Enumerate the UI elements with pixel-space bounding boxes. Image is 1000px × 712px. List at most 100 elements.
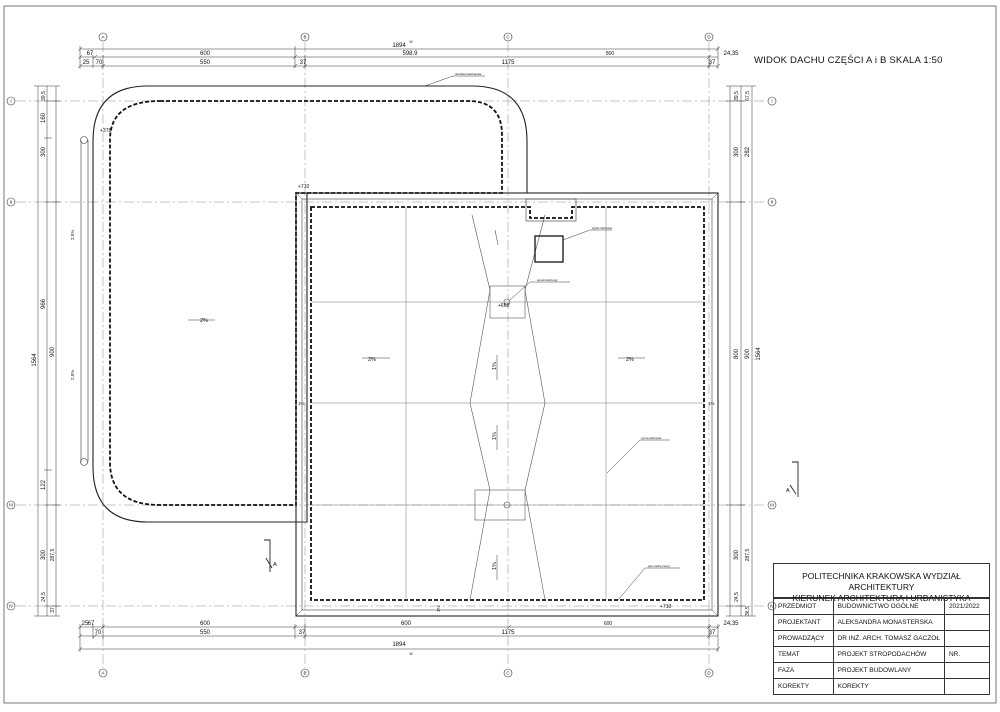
info-value: BUDOWNICTWO OGÓLNE bbox=[832, 598, 945, 615]
roof-part-a-outline bbox=[92, 85, 528, 523]
axis-label-c-top: C bbox=[506, 35, 510, 40]
info-key: PROJEKTANT bbox=[773, 614, 834, 631]
leader-lines bbox=[424, 75, 680, 601]
dimension-text: 1894 bbox=[392, 642, 406, 648]
dimension-text: 70 bbox=[96, 60, 103, 66]
dimension-text: 25 bbox=[83, 60, 90, 66]
info-value: PROJEKT STROPODACHÓW bbox=[832, 646, 945, 663]
info-extra bbox=[943, 662, 991, 679]
axis-label-iv-left: IV bbox=[9, 604, 13, 609]
dimension-text: W bbox=[409, 652, 413, 656]
dimension-text: 550 bbox=[200, 630, 211, 636]
axis-bubble bbox=[503, 668, 513, 678]
dimension-text: 70 bbox=[95, 630, 102, 636]
dimension-text: 282 bbox=[745, 146, 751, 157]
info-row: TEMAT PROJEKT STROPODACHÓW NR. bbox=[773, 646, 991, 663]
info-value: ALEKSANDRA MONASTERSKA bbox=[832, 614, 945, 631]
info-key: KOREKTY bbox=[773, 678, 834, 695]
info-row: FAZA PROJEKT BUDOWLANY bbox=[773, 662, 991, 679]
axis-lines bbox=[16, 42, 767, 668]
axis-bubble bbox=[6, 601, 16, 611]
axis-bubble bbox=[6, 500, 16, 510]
left-dimension-texts: 1564 39,5 160 300 966 122 300 24,5 900 2… bbox=[32, 91, 56, 613]
info-extra bbox=[943, 630, 991, 647]
dimension-text: 24,35 bbox=[723, 621, 739, 627]
dimension-text: 300 bbox=[41, 549, 47, 560]
dimension-text: 37 bbox=[709, 630, 716, 636]
dimension-text: 25 bbox=[82, 621, 89, 627]
leader-note-text: rynna dachowa bbox=[641, 436, 662, 440]
slope-label: 2% bbox=[626, 357, 634, 363]
axis-label-b-top: B bbox=[303, 35, 306, 40]
axis-bubble-labels: A B C D A B C D I II III IV I II III IV bbox=[9, 35, 774, 676]
axis-bubble bbox=[6, 197, 16, 207]
section-mark-labels: A A bbox=[273, 488, 790, 568]
info-row: PROWADZĄCY DR INŻ. ARCH. TOMASZ GACZOŁ bbox=[773, 630, 991, 647]
dimension-text: 600 bbox=[401, 621, 412, 627]
slope-label: 1% bbox=[492, 432, 498, 440]
roof-hatch-frame bbox=[525, 198, 577, 222]
dimension-text: 122 bbox=[41, 479, 47, 490]
slope-arrows bbox=[188, 319, 645, 580]
roof-part-a-gutter bbox=[109, 100, 503, 506]
right-dimension-texts: 39,5 300 800 300 24,5 67,5 282 900 287,5… bbox=[734, 91, 762, 616]
axis-bubble bbox=[767, 500, 777, 510]
section-marks bbox=[264, 461, 799, 572]
title-block-line1: POLITECHNIKA KRAKOWSKA WYDZIAŁ ARCHITEKT… bbox=[802, 571, 961, 592]
slope-label: 2% bbox=[368, 357, 376, 363]
leader-note-text: wyłaz dachowy bbox=[592, 226, 613, 230]
dimension-text: 39,5 bbox=[41, 91, 47, 101]
info-key: PROWADZĄCY bbox=[773, 630, 834, 647]
axis-label-ii-right: II bbox=[771, 200, 774, 205]
slope-label: 1% bbox=[492, 362, 498, 370]
axis-label-a-top: A bbox=[101, 35, 104, 40]
axis-label-i-left: I bbox=[10, 99, 11, 104]
level-marker: +668 bbox=[498, 303, 509, 309]
slope-labels: 2% 2% 2% 1% 1% 1% 2,5% 2,5% 1% 1% 1% bbox=[70, 230, 715, 612]
slope-label: 1% bbox=[436, 605, 441, 612]
left-dimension-lines bbox=[34, 85, 60, 617]
dimension-text: 1175 bbox=[502, 630, 516, 636]
axis-bubble bbox=[503, 32, 513, 42]
dimension-text: 24,5 bbox=[734, 592, 740, 602]
dimension-text: 37 bbox=[300, 60, 307, 66]
dimension-text: 39,5 bbox=[734, 91, 740, 101]
dimension-text: 36,5 bbox=[745, 606, 751, 616]
info-key: FAZA bbox=[773, 662, 834, 679]
roof-part-a-wall bbox=[80, 136, 89, 466]
dimension-text: 287,5 bbox=[50, 549, 56, 562]
slope-label: 2,5% bbox=[70, 370, 75, 380]
slope-label: 2,5% bbox=[70, 230, 75, 240]
bottom-dimension-texts: 25 67 70 600 550 37 600 1175 600 37 24,3… bbox=[82, 621, 740, 656]
top-dimension-lines bbox=[77, 46, 721, 69]
axis-bubble bbox=[98, 668, 108, 678]
info-key: PRZEDMIOT bbox=[773, 598, 834, 615]
dimension-text: 550 bbox=[200, 60, 211, 66]
dimension-text: 160 bbox=[41, 112, 47, 123]
dimension-text: 67 bbox=[87, 51, 94, 57]
dimension-text: 598.9 bbox=[402, 51, 418, 57]
slope-label: 1% bbox=[708, 401, 715, 406]
dimension-text: 300 bbox=[734, 146, 740, 157]
section-mark-label: A bbox=[273, 562, 277, 568]
axis-label-c-bottom: C bbox=[506, 671, 510, 676]
info-key: TEMAT bbox=[773, 646, 834, 663]
dimension-text: 966 bbox=[41, 298, 47, 309]
dimension-text: 37 bbox=[299, 630, 306, 636]
roof-part-b-outer bbox=[295, 192, 719, 617]
axis-label-d-bottom: D bbox=[707, 671, 711, 676]
dimension-text: 287,5 bbox=[745, 549, 751, 562]
axis-bubble bbox=[6, 96, 16, 106]
axis-bubble bbox=[98, 32, 108, 42]
leader-note-text: obróbka blacharska bbox=[455, 72, 482, 76]
info-row: PROJEKTANT ALEKSANDRA MONASTERSKA bbox=[773, 614, 991, 631]
leader-notes: obróbka blacharska wyłaz dachowy wpust d… bbox=[455, 72, 670, 568]
info-row: KOREKTY KOREKTY bbox=[773, 678, 991, 695]
dimension-text: 67,5 bbox=[745, 91, 751, 101]
slope-label: 1% bbox=[298, 401, 305, 406]
dimension-text: 600 bbox=[200, 51, 211, 57]
info-extra: NR. bbox=[943, 646, 991, 663]
section-mark-label: A bbox=[786, 488, 790, 494]
axis-label-iii-right: III bbox=[770, 503, 774, 508]
